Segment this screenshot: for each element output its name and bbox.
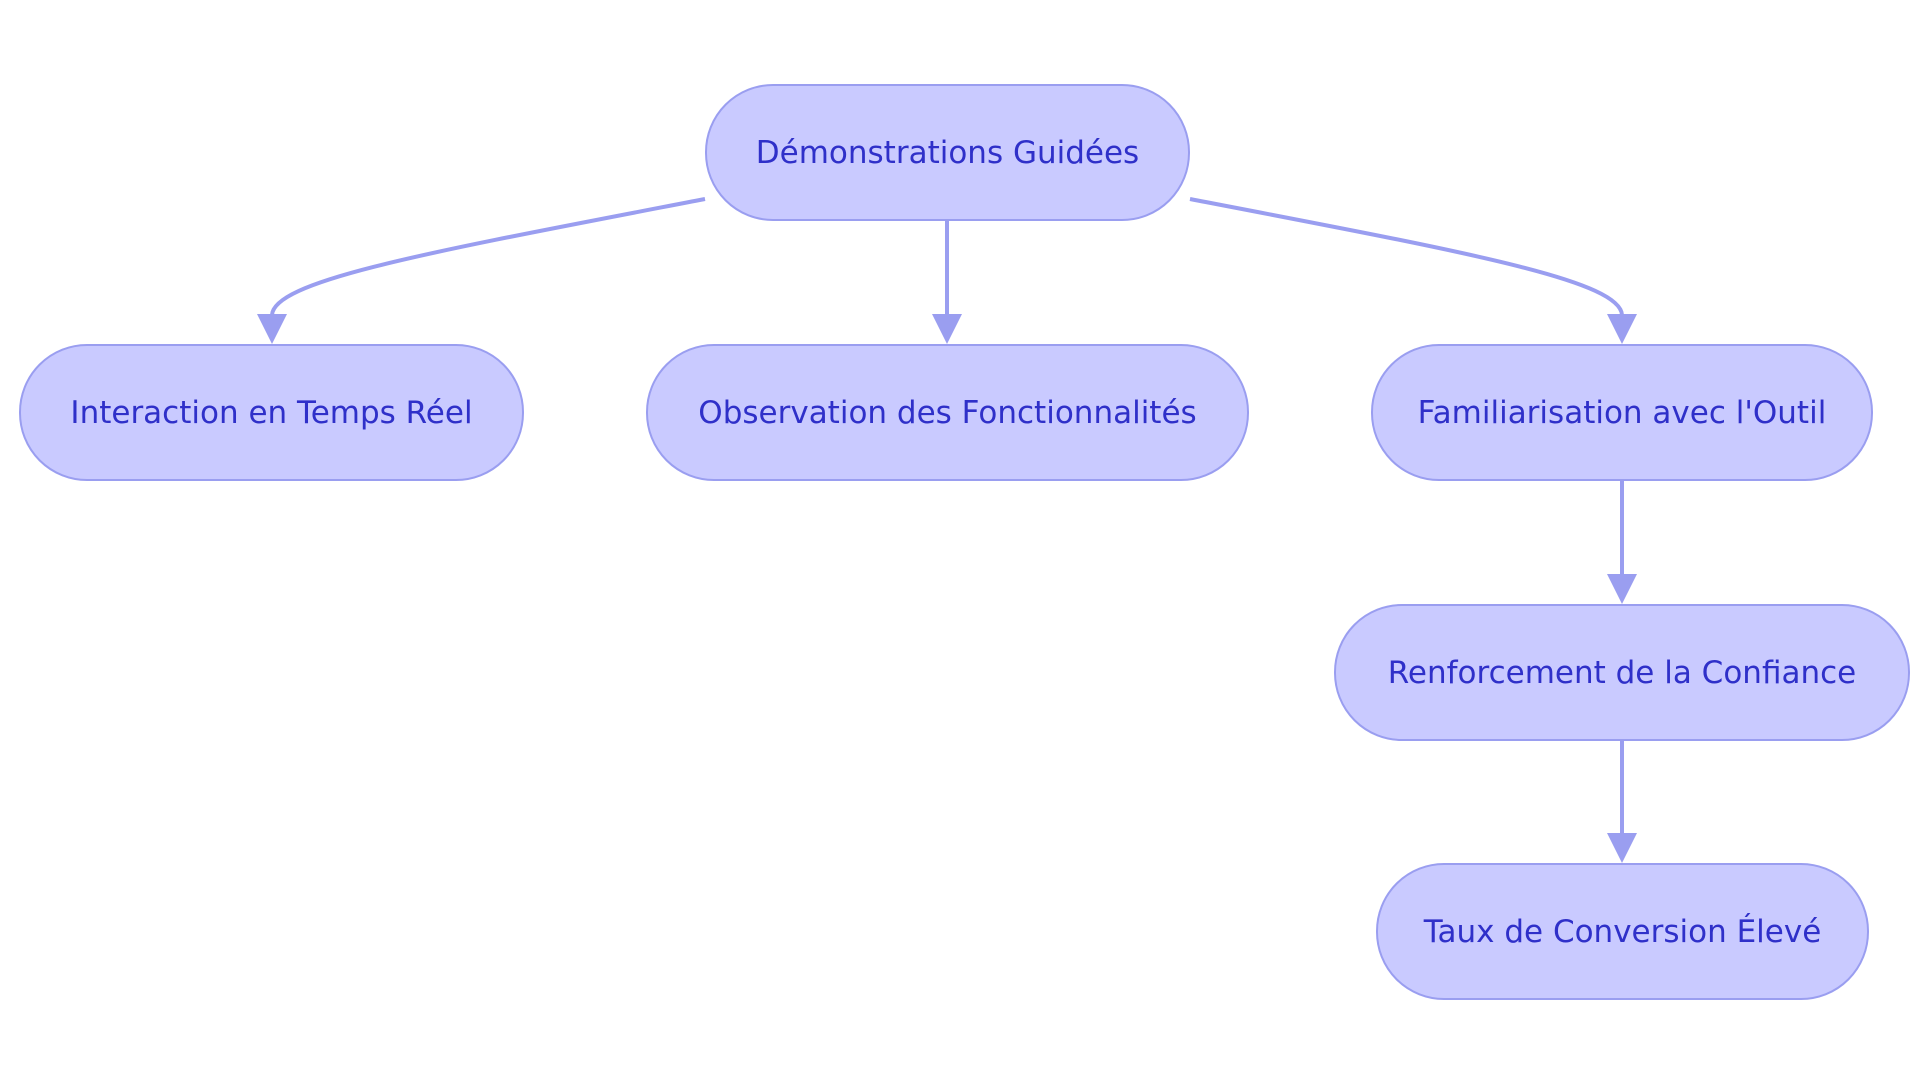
arrowhead-interaction	[257, 314, 287, 344]
node-demonstrations-guidees: Démonstrations Guidées	[705, 84, 1190, 221]
arrowhead-renforcement	[1607, 574, 1637, 604]
node-observation-fonctionnalites: Observation des Fonctionnalités	[646, 344, 1249, 481]
node-label: Renforcement de la Confiance	[1387, 654, 1857, 691]
arrowhead-taux	[1607, 833, 1637, 863]
node-label: Observation des Fonctionnalités	[698, 394, 1197, 431]
edge-root-to-familiarisation	[1189, 197, 1624, 316]
edge-root-to-interaction	[270, 197, 706, 316]
arrowhead-observation	[932, 314, 962, 344]
node-label: Démonstrations Guidées	[755, 134, 1140, 171]
node-taux-conversion-eleve: Taux de Conversion Élevé	[1376, 863, 1869, 1000]
node-interaction-temps-reel: Interaction en Temps Réel	[19, 344, 524, 481]
node-renforcement-confiance: Renforcement de la Confiance	[1334, 604, 1910, 741]
arrowhead-familiarisation	[1607, 314, 1637, 344]
node-familiarisation-outil: Familiarisation avec l'Outil	[1371, 344, 1873, 481]
node-label: Taux de Conversion Élevé	[1423, 913, 1822, 950]
node-label: Familiarisation avec l'Outil	[1417, 394, 1827, 431]
node-label: Interaction en Temps Réel	[70, 394, 473, 431]
